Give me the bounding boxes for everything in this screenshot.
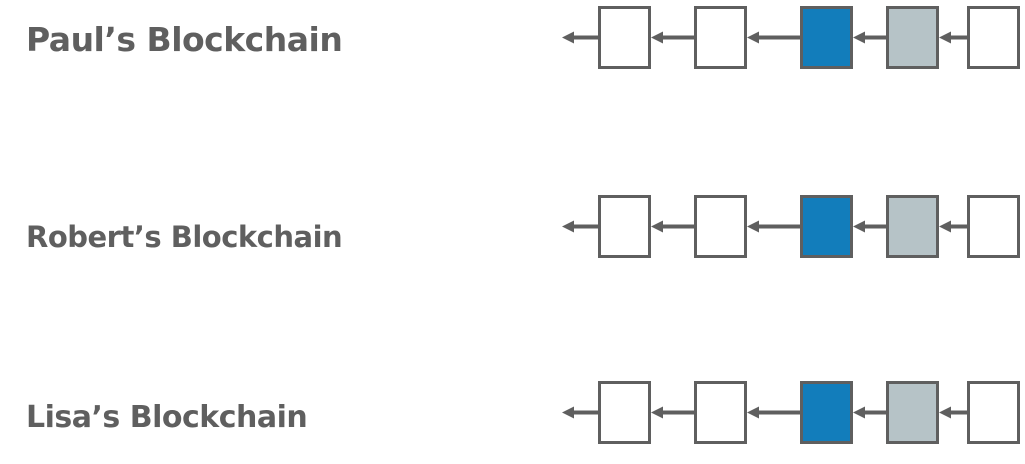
chain-diagram (562, 381, 1020, 444)
chain-label: Paul’s Blockchain (26, 20, 343, 59)
link-arrow (853, 31, 886, 44)
block-empty (967, 195, 1020, 258)
link-arrow (747, 220, 800, 233)
chain-row-lisa: Lisa’s Blockchain (0, 376, 1025, 456)
link-arrow (651, 220, 694, 233)
block-empty (967, 6, 1020, 69)
chain-diagram (562, 195, 1020, 258)
block-empty (694, 6, 747, 69)
link-arrow (853, 220, 886, 233)
link-arrow (651, 31, 694, 44)
link-arrow (562, 406, 598, 419)
block-highlight-light (886, 381, 939, 444)
link-arrow (651, 406, 694, 419)
block-empty (694, 195, 747, 258)
block-highlight-light (886, 195, 939, 258)
block-highlight-dark (800, 381, 853, 444)
block-empty (598, 381, 651, 444)
link-arrow (747, 406, 800, 419)
block-empty (967, 381, 1020, 444)
block-highlight-dark (800, 195, 853, 258)
block-empty (598, 6, 651, 69)
chain-diagram (562, 6, 1020, 69)
link-arrow (747, 31, 800, 44)
link-arrow (939, 31, 967, 44)
block-highlight-dark (800, 6, 853, 69)
chain-label: Robert’s Blockchain (26, 220, 343, 254)
chain-row-paul: Paul’s Blockchain (0, 0, 1025, 80)
block-highlight-light (886, 6, 939, 69)
block-empty (598, 195, 651, 258)
block-empty (694, 381, 747, 444)
link-arrow (939, 406, 967, 419)
chain-row-robert: Robert’s Blockchain (0, 190, 1025, 270)
link-arrow (562, 31, 598, 44)
chain-label: Lisa’s Blockchain (26, 400, 308, 435)
link-arrow (853, 406, 886, 419)
link-arrow (939, 220, 967, 233)
link-arrow (562, 220, 598, 233)
